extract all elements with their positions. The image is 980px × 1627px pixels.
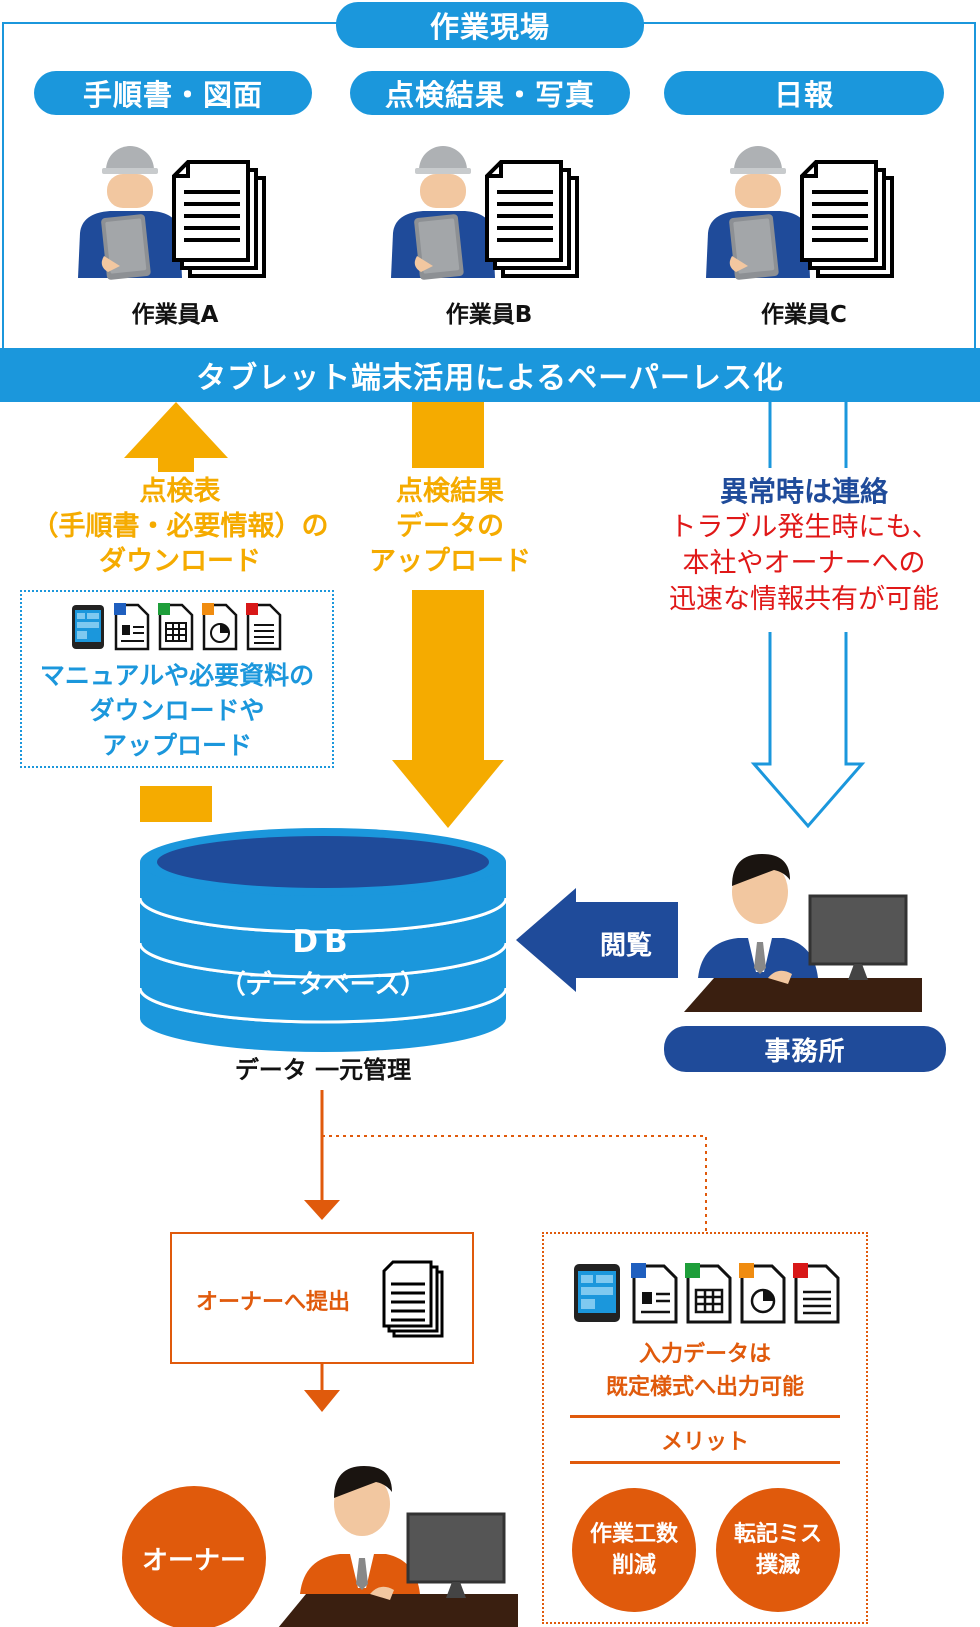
- doc-icon-blue: [114, 603, 150, 651]
- paperless-banner-text: タブレット端末活用によるペーパーレス化: [196, 361, 784, 396]
- alert-line-3: 迅速な情報共有が可能: [669, 584, 939, 615]
- manual-note-box: [20, 590, 334, 768]
- upload-line-2: データの: [396, 511, 504, 542]
- output-doc-red: [793, 1263, 840, 1324]
- document-stack-icon: [382, 1260, 444, 1338]
- category-label-1: 手順書・図面: [82, 78, 263, 112]
- upload-arrow-icon: [392, 402, 504, 828]
- alert-block: 異常時は連絡 トラブル発生時にも、 本社やオーナーへの 迅速な情報共有が可能: [632, 474, 976, 618]
- file-icons-group: [72, 603, 282, 651]
- owner-label: オーナー: [141, 1545, 246, 1576]
- merit-divider-top: [570, 1415, 840, 1418]
- alert-line-1: トラブル発生時にも、: [669, 512, 939, 543]
- category-label-2: 点検結果・写真: [384, 78, 595, 112]
- doc-icon-green: [158, 603, 194, 651]
- site-title-pill: 作業現場: [336, 2, 644, 48]
- worker-a-icon: [78, 146, 266, 280]
- download-line-1: 点検表: [139, 476, 221, 507]
- download-line-3: ダウンロード: [99, 546, 261, 577]
- alert-line-2: 本社やオーナーへの: [682, 548, 926, 579]
- worker-c-icon: [706, 146, 894, 280]
- office-label-pill: 事務所: [664, 1026, 946, 1072]
- merit-circle-1: 作業工数 削減: [572, 1488, 696, 1612]
- manual-note-line-2: ダウンロードや: [89, 696, 265, 725]
- site-title: 作業現場: [429, 10, 550, 44]
- output-line-1: 入力データは: [638, 1342, 771, 1367]
- upload-label: 点検結果 データの アップロード: [340, 474, 560, 579]
- browse-label: 閲覧: [599, 931, 652, 961]
- merit-divider-bottom: [570, 1461, 840, 1464]
- worker-name-b: 作業員B: [445, 302, 533, 328]
- output-doc-orange: [739, 1263, 786, 1324]
- download-line-2: （手順書・必要情報）の: [31, 511, 329, 542]
- merit-2-line-1: 転記ミス: [733, 1522, 822, 1547]
- output-file-icons: [574, 1263, 840, 1324]
- category-pill-1: 手順書・図面: [34, 71, 312, 115]
- office-label: 事務所: [764, 1036, 846, 1067]
- merit-1-line-1: 作業工数: [589, 1522, 678, 1547]
- db-subtitle: （データベース）: [219, 970, 427, 1000]
- output-line-2: 既定様式へ出力可能: [605, 1375, 804, 1400]
- office-worker-icon: [684, 854, 922, 1012]
- db-caption: データ 一元管理: [234, 1056, 412, 1084]
- worker-name-c: 作業員C: [761, 302, 847, 328]
- merit-label: メリット: [660, 1430, 749, 1455]
- doc-icon-orange: [202, 603, 238, 651]
- output-text: 入力データは 既定様式へ出力可能: [546, 1338, 864, 1404]
- output-doc-green: [685, 1263, 732, 1324]
- alert-title: 異常時は連絡: [719, 475, 888, 508]
- submit-box: [170, 1232, 474, 1364]
- database-icon: [138, 828, 508, 1052]
- submit-label: オーナーへ提出: [196, 1290, 351, 1315]
- upload-line-3: アップロード: [369, 546, 531, 577]
- manual-note-line-1: マニュアルや必要資料の: [39, 661, 315, 690]
- browse-arrow-icon: [516, 888, 678, 992]
- category-label-3: 日報: [773, 78, 834, 112]
- doc-icon-red: [246, 603, 282, 651]
- manual-note-line-3: アップロード: [101, 731, 252, 760]
- upload-line-1: 点検結果: [396, 476, 504, 507]
- owner-circle: オーナー: [122, 1486, 266, 1627]
- category-pill-2: 点検結果・写真: [350, 71, 630, 115]
- merit-1-line-2: 削減: [611, 1553, 656, 1578]
- download-label: 点検表 （手順書・必要情報）の ダウンロード: [20, 474, 340, 579]
- alert-arrow-icon: [750, 402, 866, 829]
- worker-name-a: 作業員A: [131, 302, 219, 328]
- db-title: DB: [292, 924, 354, 960]
- download-arrow-icon: [124, 402, 228, 822]
- merit-circle-2: 転記ミス 撲滅: [716, 1488, 840, 1612]
- worker-b-icon: [391, 146, 579, 280]
- output-tablet-icon: [574, 1264, 620, 1322]
- paperless-banner: タブレット端末活用によるペーパーレス化: [0, 348, 980, 402]
- tablet-icon: [72, 605, 104, 649]
- output-doc-blue: [631, 1263, 678, 1324]
- output-box: [542, 1232, 868, 1624]
- owner-worker-icon: [278, 1466, 518, 1627]
- category-pill-3: 日報: [664, 71, 944, 115]
- owner-flow-lines: [304, 1090, 707, 1412]
- manual-note-text: マニュアルや必要資料の ダウンロードや アップロード: [24, 658, 330, 763]
- merit-2-line-2: 撲滅: [755, 1553, 800, 1578]
